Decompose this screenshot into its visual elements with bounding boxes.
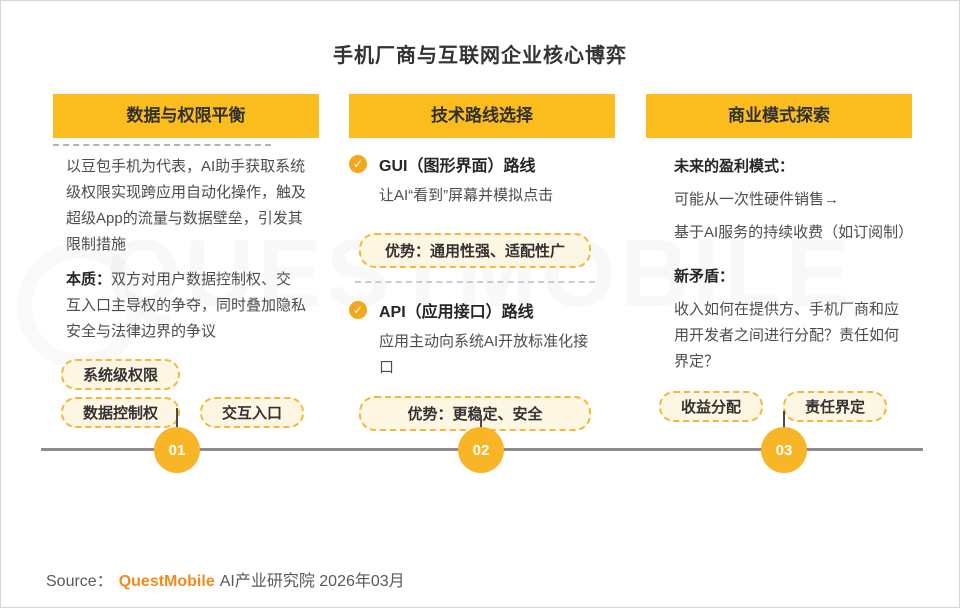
route-api-advantage-pill: 优势：更稳定、安全: [359, 396, 591, 431]
timeline-step-2-badge: 02: [458, 427, 504, 473]
column3-new-conflict-text: 收入如何在提供方、手机厂商和应用开发者之间进行分配？责任如何界定？: [674, 301, 900, 370]
column3-new-conflict-label: 新矛盾：: [674, 268, 735, 285]
column1-paragraph2: 本质：双方对用户数据控制权、交互入口主导权的争夺，同时叠加隐私安全与法律边界的争…: [53, 267, 306, 345]
timeline-step-3-badge: 03: [761, 427, 807, 473]
column3-tags: 收益分配 责任界定: [646, 391, 912, 422]
route-gui-advantage-pill: 优势：通用性强、适配性广: [359, 233, 591, 268]
column3-profit-line1: 可能从一次性硬件销售→: [674, 191, 840, 208]
column1-paragraph1: 以豆包手机为代表，AI助手获取系统级权限实现跨应用自动化操作，触及超级App的流…: [66, 158, 307, 253]
check-circle-icon: ✓: [349, 301, 367, 319]
tag-data-control: 数据控制权: [61, 397, 181, 428]
column1-paragraph2-label: 本质：: [66, 271, 112, 288]
column3-header: 商业模式探索: [646, 94, 912, 138]
column2-header: 技术路线选择: [349, 94, 615, 138]
timeline-connector-3: [783, 411, 785, 430]
column3-profit-model-label: 未来的盈利模式：: [674, 158, 795, 175]
timeline-step-1-badge: 01: [154, 427, 200, 473]
column1-paragraph2-text: 双方对用户数据控制权、交互入口主导权的争夺，同时叠加隐私安全与法律边界的争议: [66, 271, 307, 340]
timeline-connector-1: [176, 408, 178, 430]
timeline-connector-2: [480, 415, 482, 430]
column-data-permission-balance: 数据与权限平衡 以豆包手机为代表，AI助手获取系统级权限实现跨应用自动化操作，触…: [53, 94, 319, 428]
route-gui-head: ✓ GUI（图形界面）路线: [349, 152, 615, 176]
route-api-head: ✓ API（应用接口）路线: [349, 298, 615, 322]
column1-tags: 系统级权限 数据控制权 交互入口: [53, 359, 311, 428]
column1-header: 数据与权限平衡: [53, 94, 319, 138]
tag-responsibility-definition: 责任界定: [783, 391, 888, 422]
check-circle-icon: ✓: [349, 155, 367, 173]
tag-interaction-entry: 交互入口: [200, 397, 305, 428]
route-api: ✓ API（应用接口）路线 应用主动向系统AI开放标准化接口 优势：更稳定、安全: [349, 298, 615, 431]
tag-system-permission: 系统级权限: [61, 359, 181, 390]
route-gui-desc: 让AI“看到”屏幕并模拟点击: [379, 187, 554, 204]
header-divider: [53, 144, 271, 146]
route-api-desc: 应用主动向系统AI开放标准化接口: [379, 333, 589, 376]
column-tech-route-choice: 技术路线选择 ✓ GUI（图形界面）路线 让AI“看到”屏幕并模拟点击 优势：通…: [349, 94, 615, 431]
route-divider: [355, 281, 595, 283]
page-title: 手机厂商与互联网企业核心博弈: [333, 45, 627, 67]
route-gui: ✓ GUI（图形界面）路线 让AI“看到”屏幕并模拟点击 优势：通用性强、适配性…: [349, 152, 615, 268]
tag-revenue-share: 收益分配: [659, 391, 764, 422]
route-gui-title: GUI（图形界面）路线: [379, 158, 536, 175]
route-api-title: API（应用接口）路线: [379, 304, 534, 321]
column-business-model-exploration: 商业模式探索 未来的盈利模式： 可能从一次性硬件销售→ 基于AI服务的持续收费（…: [646, 94, 914, 422]
column3-profit-line2: 基于AI服务的持续收费（如订阅制）: [674, 224, 914, 241]
source-label: Source：: [46, 573, 113, 590]
brand-questmobile: QuestMobile: [118, 573, 215, 590]
source-rest: AI产业研究院 2026年03月: [219, 573, 405, 590]
